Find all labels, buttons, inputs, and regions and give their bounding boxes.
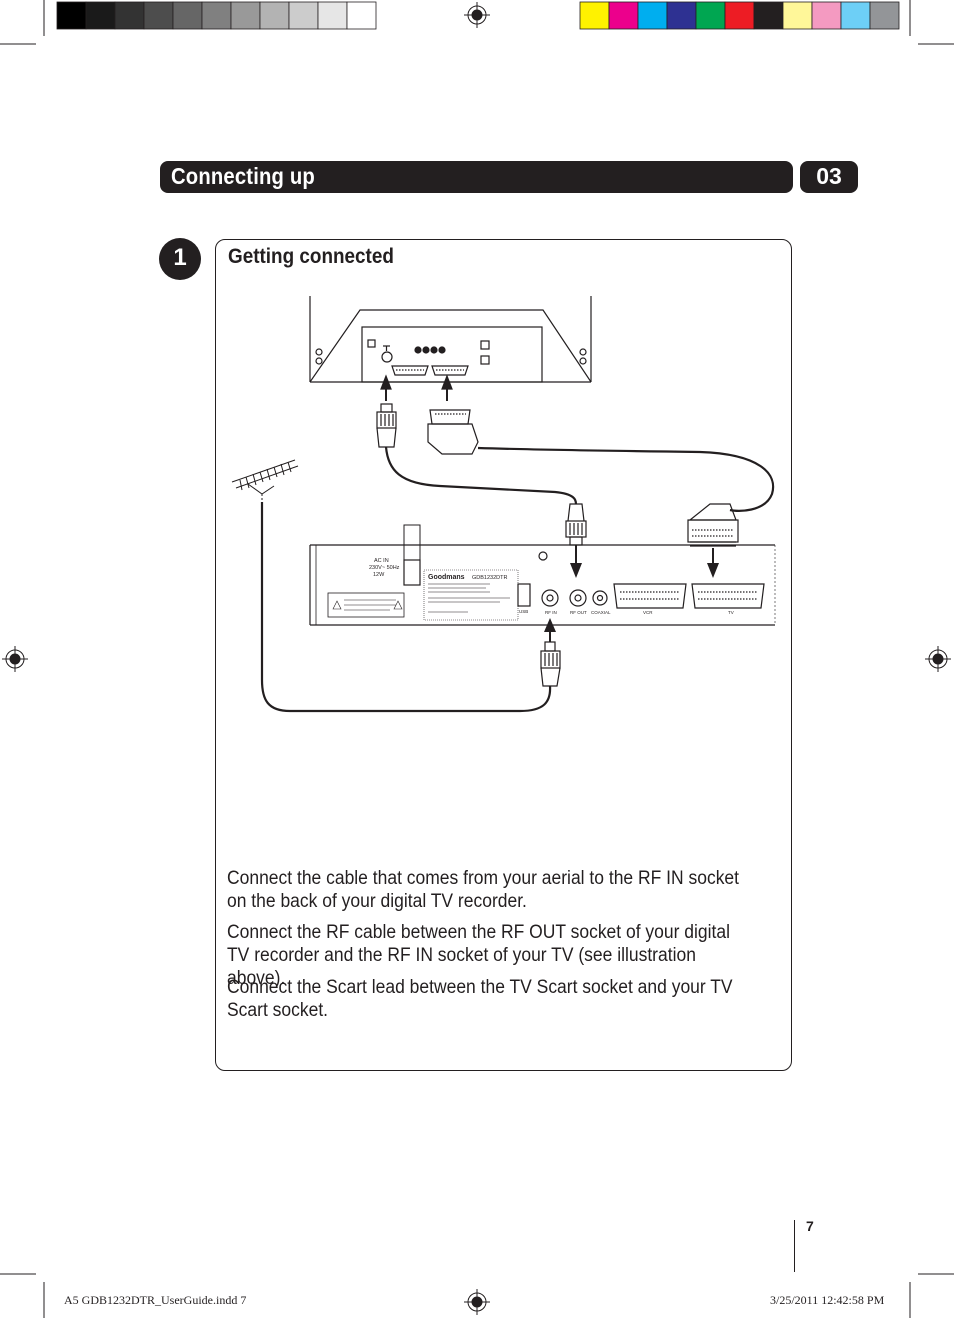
gray-swatch [230,1,261,30]
registration-mark [464,2,490,28]
vcr-label: VCR [643,610,653,615]
voltage-label: 230V~ 50Hz [369,565,400,571]
usb-label: USB [519,609,528,614]
step-number-badge [159,238,201,280]
recorder-scart-plug [687,503,739,547]
aerial-rf-plug [540,641,561,687]
color-swatch [608,1,639,30]
gray-swatch [85,1,116,30]
color-swatch [811,1,842,30]
registration-mark [2,646,28,672]
page-number: 7 [806,1218,814,1234]
gray-swatch [259,1,290,30]
tv-rear-illustration [309,296,592,383]
coaxial-label: COAXIAL [591,610,611,615]
color-swatch [869,1,900,30]
section-title: Getting connected [228,245,394,268]
gray-swatch [346,1,377,30]
instruction-1: Connect the cable that comes from your a… [227,868,740,912]
recorder-rear-illustration [309,524,776,626]
header-bar [160,161,793,193]
gray-swatch [114,1,145,30]
tv-scart-plug [427,409,479,455]
tv-label: TV [728,610,734,615]
registration-mark [925,646,951,672]
chapter-number-box [800,161,858,193]
grayscale-bar [56,1,377,30]
color-swatch [637,1,668,30]
content-panel [215,239,792,1071]
gray-swatch [172,1,203,30]
step-number: 1 [173,244,187,271]
color-swatch [579,1,610,30]
footer-timestamp: 3/25/2011 12:42:58 PM [770,1293,885,1307]
color-swatch [840,1,871,30]
chapter-number: 03 [816,163,842,189]
gray-swatch [317,1,348,30]
watts-label: 12W [373,572,385,578]
ac-in-label: AC IN [374,558,389,564]
gray-swatch [201,1,232,30]
gray-swatch [288,1,319,30]
page-title: Connecting up [171,163,315,189]
recorder-labels: AC IN 230V~ 50Hz 12W Goodmans GDB1232DTR… [369,558,734,615]
color-swatch [695,1,726,30]
color-swatch [724,1,755,30]
tv-rf-plug [376,403,397,448]
footer-filename: A5 GDB1232DTR_UserGuide.indd 7 [64,1293,247,1307]
gray-swatch [56,1,87,30]
rating-label-lines [332,583,510,613]
color-swatch [782,1,813,30]
model-label: GDB1232DTR [472,575,507,581]
aerial-illustration [231,459,299,506]
color-bar [579,1,900,30]
brand-label: Goodmans [428,574,465,581]
registration-mark [464,1289,490,1315]
color-swatch [753,1,784,30]
instruction-2: Connect the RF cable between the RF OUT … [227,922,730,989]
recorder-rf-out-plug [565,503,587,546]
rf-in-label: RF IN [545,610,557,615]
page-number-rule [794,1220,795,1272]
instruction-3: Connect the Scart lead between the TV Sc… [227,977,733,1021]
rf-out-label: RF OUT [570,610,587,615]
